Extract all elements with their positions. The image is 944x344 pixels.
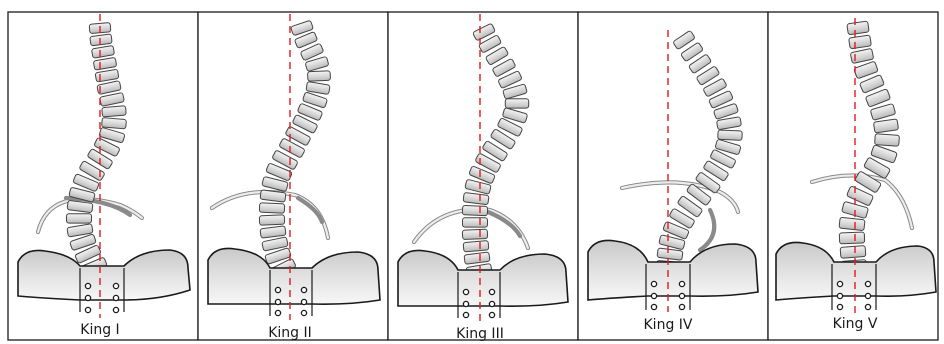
vertebra bbox=[462, 229, 487, 239]
vertebra bbox=[849, 35, 872, 49]
panel-label: King III bbox=[456, 326, 504, 342]
panel-king-1: King I bbox=[8, 12, 198, 340]
panel-label: King V bbox=[833, 316, 878, 332]
vertebra bbox=[718, 130, 743, 140]
vertebra bbox=[875, 134, 900, 147]
vertebra bbox=[839, 217, 865, 230]
vertebra bbox=[839, 232, 864, 244]
vertebra bbox=[847, 21, 869, 35]
panel-king-4: King IV bbox=[578, 12, 768, 340]
vertebra bbox=[259, 215, 284, 225]
vertebra bbox=[840, 246, 866, 259]
panel-king-5: King V bbox=[768, 12, 938, 340]
vertebra bbox=[505, 99, 528, 108]
vertebra bbox=[102, 118, 127, 129]
vertebra bbox=[463, 241, 489, 252]
vertebra bbox=[259, 203, 284, 213]
vertebra bbox=[308, 71, 331, 81]
panel-label: King I bbox=[80, 322, 119, 338]
vertebra bbox=[67, 214, 92, 223]
panel-king-3: King III bbox=[388, 12, 578, 342]
panel-king-2: King II bbox=[198, 12, 388, 341]
vertebra bbox=[462, 205, 487, 215]
vertebra bbox=[102, 106, 126, 117]
vertebra bbox=[463, 218, 488, 227]
panel-label: King IV bbox=[644, 317, 693, 333]
vertebra bbox=[90, 34, 112, 46]
panel-label: King II bbox=[268, 325, 312, 341]
